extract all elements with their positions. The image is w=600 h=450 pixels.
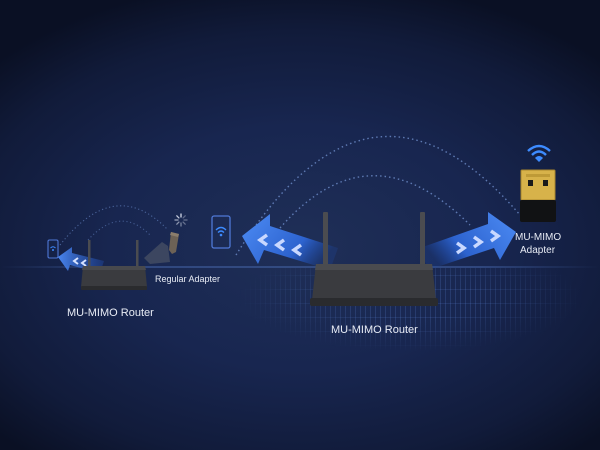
usb-adapter-icon bbox=[169, 232, 179, 254]
loading-spinner-icon bbox=[174, 213, 188, 227]
router-small bbox=[81, 240, 147, 290]
mumimo-adapter-label-line1: MU-MIMO bbox=[515, 232, 562, 243]
router-large bbox=[310, 212, 438, 306]
signal-arrow-left-large bbox=[242, 214, 338, 270]
horizon-line bbox=[0, 266, 600, 268]
signal-arrow-right-large bbox=[420, 212, 516, 270]
usb-adapter-mumimo-icon bbox=[520, 169, 556, 222]
mumimo-adapter-label-line2: Adapter bbox=[520, 245, 556, 256]
router-label-large: MU-MIMO Router bbox=[331, 324, 418, 336]
smartphone-icon-large bbox=[211, 215, 231, 249]
smartphone-icon bbox=[47, 239, 59, 259]
regular-adapter-label: Regular Adapter bbox=[155, 274, 221, 284]
signal-arrow-faded bbox=[144, 242, 170, 264]
wifi-icon bbox=[527, 144, 551, 162]
router-label-small: MU-MIMO Router bbox=[67, 307, 154, 319]
